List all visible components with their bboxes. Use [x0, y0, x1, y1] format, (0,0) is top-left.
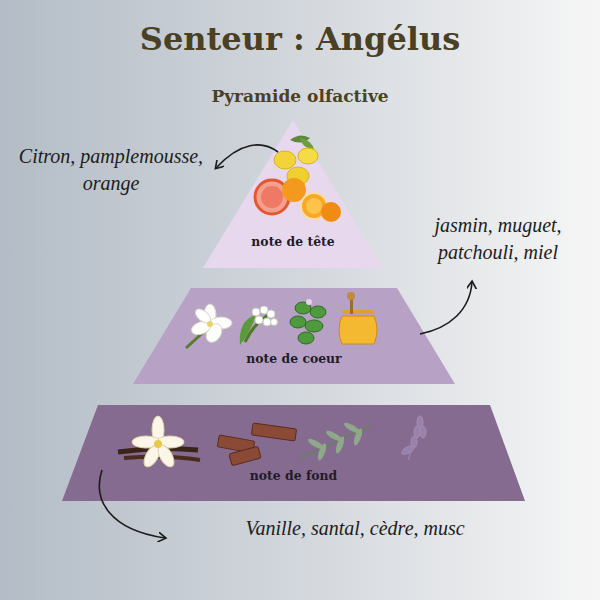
- subtitle: Pyramide olfactive: [0, 86, 600, 106]
- citrus-illustration: [255, 135, 341, 222]
- heart-illustration: [186, 292, 377, 348]
- band-label: note de tête: [203, 234, 383, 249]
- leader-arrow: [420, 282, 472, 334]
- pyramid-band: note de coeur: [133, 288, 455, 384]
- diagram-title: Senteur : Angélus: [0, 20, 600, 58]
- band-label: note de coeur: [133, 351, 455, 366]
- leader-arrow: [216, 145, 278, 168]
- leader-arrow: [99, 470, 165, 538]
- band-shape: [62, 405, 525, 501]
- heart-notes-list: jasmin, muguet, patchouli, miel: [400, 212, 596, 266]
- band-shape: [133, 288, 455, 384]
- top-notes-list: Citron, pamplemousse, orange: [8, 143, 214, 197]
- band-label: note de fond: [62, 468, 525, 483]
- pyramid-band: note de fond: [62, 405, 525, 501]
- base-illustration: [118, 416, 426, 469]
- base-notes-list: Vanille, santal, cèdre, musc: [180, 515, 530, 542]
